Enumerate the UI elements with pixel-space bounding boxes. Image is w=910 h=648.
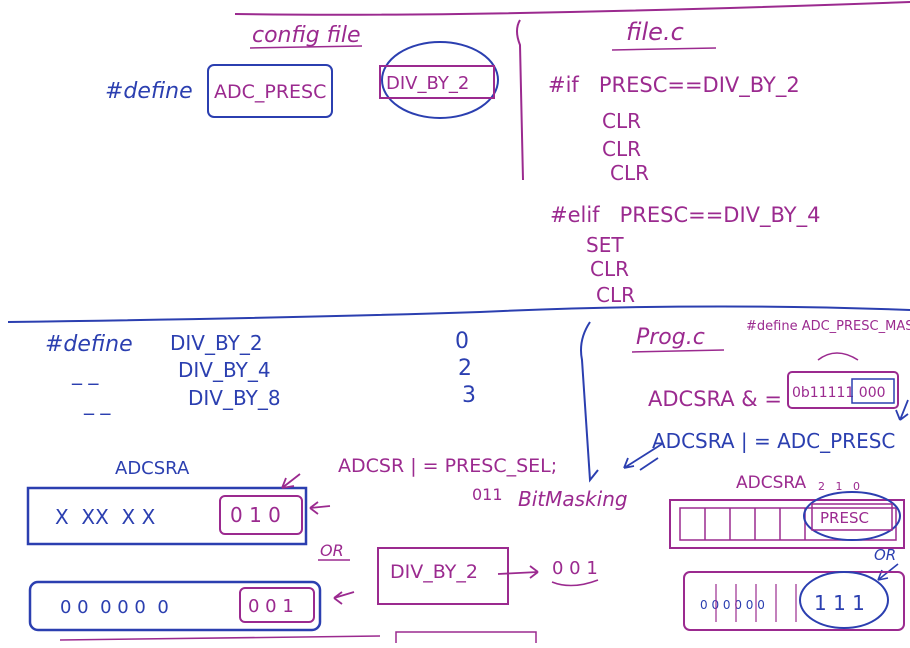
prog-define-line: #define ADC_PRESC_MASK	[746, 319, 910, 334]
prog-or-line: ADCSRA | = ADC_PRESC	[652, 429, 895, 453]
elif-body-2: CLR	[590, 257, 629, 281]
prog-bottom-ones: 1 1 1	[814, 591, 865, 615]
elif-body-3: CLR	[596, 283, 635, 307]
prog-mask-box	[787, 371, 899, 409]
prog-bit-numbers: 2 1 0	[818, 480, 860, 493]
div-arrow	[497, 565, 539, 579]
div-by-2-box	[377, 547, 509, 605]
bit-masking-label: BitMasking	[518, 487, 628, 511]
elif-body-1: SET	[586, 233, 624, 257]
if-body-3: CLR	[610, 161, 649, 185]
adcsra-register-box	[26, 486, 308, 546]
prog-or-label: OR	[874, 546, 896, 564]
prog-c-underline	[631, 349, 725, 353]
prog-bottom-bits: 0 0 0 0 0 0	[700, 598, 765, 612]
adcsra-tail-box	[219, 495, 303, 535]
prog-arrow-left	[623, 443, 663, 471]
macro-name-box	[207, 64, 333, 118]
or-label-left: OR	[320, 541, 344, 560]
macro-value-box	[379, 65, 495, 99]
defines-dash-1: _ _	[71, 361, 99, 385]
prog-mask-zero-box	[851, 378, 895, 404]
macro-name: ADC_PRESC	[214, 81, 326, 103]
prog-register-inner	[679, 507, 897, 541]
define-keyword: #define	[105, 79, 193, 104]
arrow-to-bottom	[333, 591, 355, 605]
defines-keyword: #define	[45, 332, 133, 357]
elif-line: #elif PRESC==DIV_BY_4	[550, 203, 821, 228]
adcsra-tail-bits: 0 1 0	[230, 503, 281, 527]
prog-c-title: Prog.c	[636, 325, 705, 350]
div-result-underline	[551, 579, 599, 587]
prog-ones-ellipse	[799, 571, 889, 629]
prog-define-brace	[817, 352, 859, 361]
bottom-register-bits: 0 0 0 0 0 0	[60, 597, 169, 618]
config-title-underline	[249, 45, 363, 49]
prog-bottom-register	[683, 571, 905, 631]
define-value-2: 2	[458, 356, 472, 381]
middle-divider-line	[7, 305, 910, 323]
partial-bottom-box	[395, 631, 537, 648]
prog-mask-value: 0b11111 000	[792, 385, 886, 401]
prog-presc-ellipse	[803, 491, 901, 541]
define-name-3: DIV_BY_8	[188, 386, 281, 410]
prog-presc-text: PRESC	[820, 509, 869, 527]
prog-register-outer	[669, 499, 905, 549]
file-c-title: file.c	[626, 18, 684, 46]
define-value-1: 0	[455, 329, 469, 354]
bottom-tail-bits: 0 0 1	[248, 596, 294, 617]
bottom-register-box	[28, 580, 322, 632]
if-body-1: CLR	[602, 109, 641, 133]
bottom-tail-box	[239, 587, 315, 623]
file-c-underline	[611, 47, 717, 51]
macro-value-ellipse	[381, 41, 499, 119]
define-name-1: DIV_BY_2	[170, 331, 263, 355]
macro-value: DIV_BY_2	[386, 73, 469, 94]
prog-adcsra-label: ADCSRA	[736, 473, 807, 493]
div-by-2-text: DIV_BY_2	[390, 561, 478, 583]
bottom-edge-stroke	[59, 635, 381, 641]
vertical-divider-bottom	[580, 321, 599, 483]
assign-note: 011	[472, 485, 503, 504]
div-result: 0 0 1	[552, 558, 598, 579]
defines-dash-2: _ _	[83, 391, 111, 415]
arrow-to-tail-top	[281, 473, 301, 489]
prog-and-line: ADCSRA & =	[648, 387, 789, 411]
config-file-title: config file	[252, 23, 361, 48]
if-body-2: CLR	[602, 137, 641, 161]
adcsra-label-left: ADCSRA	[115, 458, 190, 479]
assign-line: ADCSR | = PRESC_SEL;	[338, 455, 557, 477]
define-value-3: 3	[462, 383, 476, 408]
define-name-2: DIV_BY_4	[178, 358, 271, 382]
prog-arrow-down	[895, 399, 909, 421]
adcsra-register-bits: X XX X X	[55, 505, 156, 529]
vertical-divider-top	[516, 19, 524, 181]
if-line: #if PRESC==DIV_BY_2	[548, 73, 800, 98]
top-divider-line	[234, 1, 910, 16]
prog-presc-box	[811, 503, 893, 531]
arrow-to-tail-right	[309, 501, 331, 515]
